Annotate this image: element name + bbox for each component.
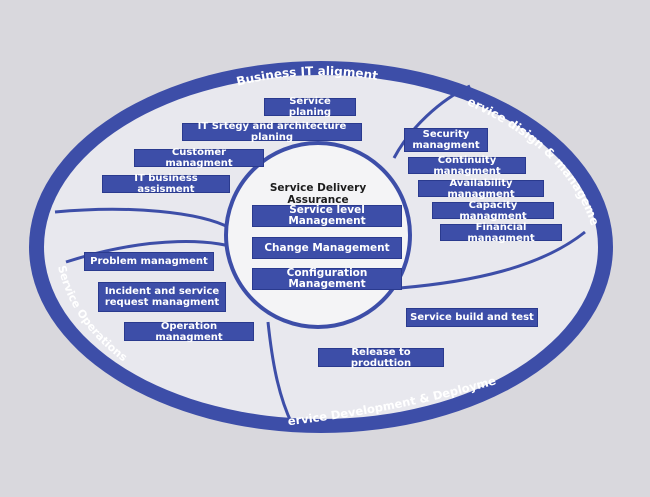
- security-management-box: Security managment: [404, 128, 488, 152]
- continuity-management-box: Continuity managment: [408, 155, 526, 177]
- divider-top-left: [54, 207, 231, 230]
- financial-management-box: Financial managment: [440, 222, 562, 244]
- divider-top-right: [392, 84, 471, 159]
- it-business-assessment-box: IT business assisment: [102, 173, 230, 195]
- availability-management-box: Availability managment: [418, 178, 544, 200]
- change-management-box: Change Management: [252, 237, 402, 259]
- center-title: Service Delivery Assurance: [269, 182, 367, 206]
- configuration-management-box: Configuration Management: [252, 268, 402, 290]
- service-level-management-box: Service level Management: [252, 205, 402, 227]
- operation-management-box: Operation managment: [124, 321, 254, 343]
- service-build-test-box: Service build and test: [406, 308, 538, 327]
- divider-bottom-mid: [266, 321, 294, 425]
- incident-request-management-box: Incident and service request managment: [98, 282, 226, 312]
- divider-right-lower: [399, 230, 586, 290]
- center-circle: [224, 141, 412, 329]
- service-planing-box: Service planing: [264, 96, 356, 118]
- it-strategy-box: IT Srtegy and architecture planing: [182, 121, 362, 143]
- release-to-production-box: Release to produttion: [318, 347, 444, 369]
- problem-management-box: Problem managment: [84, 252, 214, 271]
- customer-management-box: Customer managment: [134, 147, 264, 169]
- capacity-management-box: Capacity managment: [432, 200, 554, 222]
